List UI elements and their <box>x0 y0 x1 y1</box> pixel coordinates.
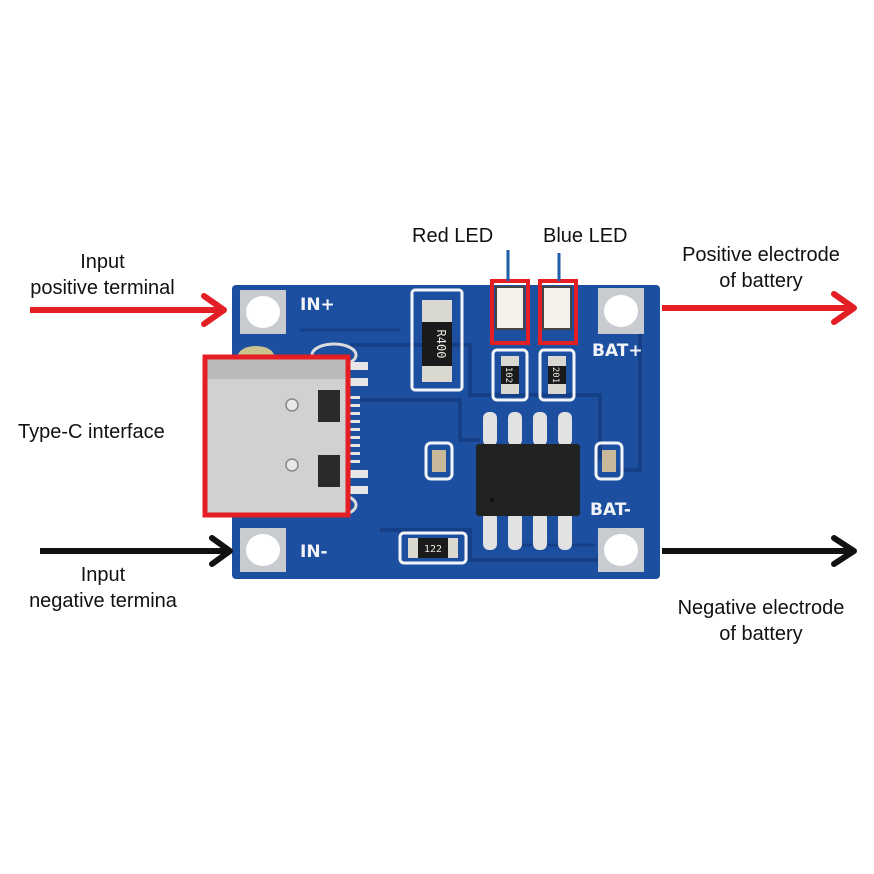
input-positive-label: Input positive terminal <box>30 251 175 299</box>
input-negative-arrow <box>40 535 233 567</box>
red-led-label: Red LED <box>412 225 494 247</box>
capacitor-right <box>594 441 624 481</box>
led-resistor-1: 102 <box>491 348 529 402</box>
red-led-highlight-box <box>490 279 530 345</box>
pad-in-plus <box>240 290 286 334</box>
silk-in-minus: IN- <box>300 542 328 562</box>
input-positive-arrow <box>30 293 227 327</box>
pad-bat-plus <box>598 288 644 334</box>
input-negative-label: Input negative termina <box>29 564 177 612</box>
pad-bat-minus <box>598 528 644 572</box>
silk-bat-minus: BAT- <box>590 500 631 520</box>
silk-bat-plus: BAT+ <box>592 341 643 361</box>
capacitor-left <box>424 441 454 481</box>
red-led <box>495 286 525 330</box>
battery-negative-label: Negative electrode of battery <box>677 597 845 645</box>
prog-resistor: 122 <box>398 531 468 565</box>
svg-text:102: 102 <box>503 367 513 383</box>
type-c-connector <box>205 342 368 518</box>
battery-negative-arrow <box>662 535 857 567</box>
blue-led <box>542 286 572 330</box>
led-resistor-2: 201 <box>538 348 576 402</box>
sense-resistor: R400 <box>410 288 464 392</box>
silk-in-plus: IN+ <box>300 295 335 315</box>
battery-positive-label: Positive electrode of battery <box>682 244 840 292</box>
svg-text:122: 122 <box>424 544 442 555</box>
blue-led-label: Blue LED <box>543 225 628 247</box>
svg-text:201: 201 <box>550 367 560 383</box>
battery-positive-arrow <box>662 291 857 325</box>
charger-ic <box>476 412 580 550</box>
svg-text:R400: R400 <box>434 330 448 359</box>
type-c-label: Type-C interface <box>18 421 165 443</box>
type-c-highlight-box <box>202 354 351 518</box>
pad-in-minus <box>240 528 286 572</box>
